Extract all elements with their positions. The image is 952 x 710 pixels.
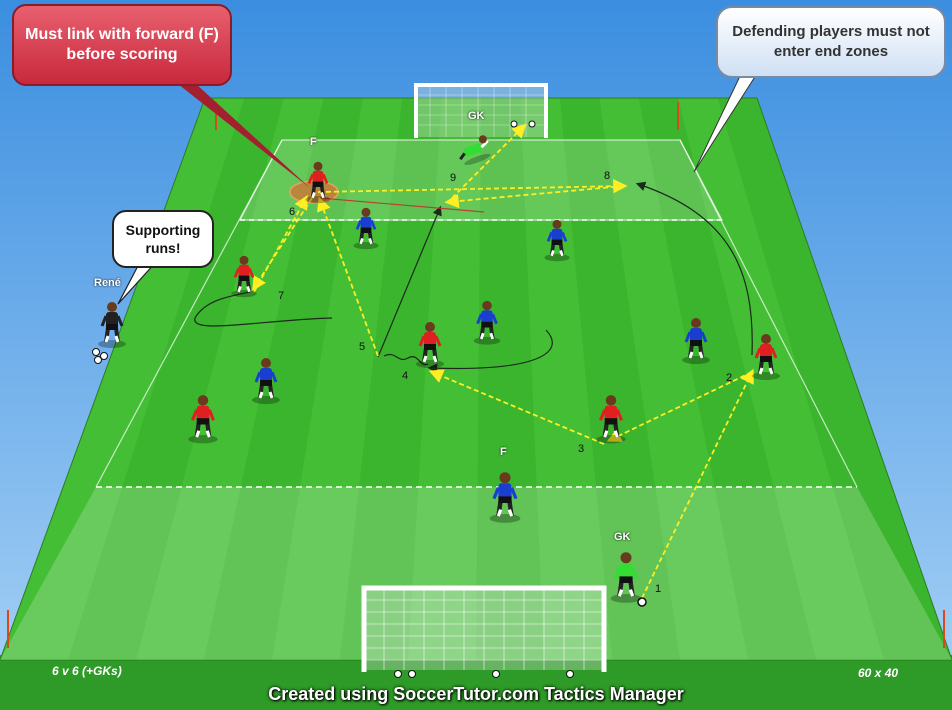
- label-forward-top: F: [310, 136, 317, 148]
- pass-number-9: 9: [450, 172, 456, 184]
- pass-number-5: 5: [359, 341, 365, 353]
- label-forward-mid: F: [500, 446, 507, 458]
- pass-number-2: 2: [726, 372, 732, 384]
- label-coach: René: [94, 277, 121, 289]
- pass-number-3: 3: [578, 443, 584, 455]
- callout-end-zones-rule: Defending players must not enter end zon…: [716, 6, 946, 78]
- pass-number-7: 7: [278, 290, 284, 302]
- label-gk-top: GK: [468, 110, 485, 122]
- callout-supporting-runs: Supporting runs!: [112, 210, 214, 268]
- bottom-goal: [364, 588, 604, 672]
- callout-link-with-forward: Must link with forward (F) before scorin…: [12, 4, 232, 86]
- dimensions-label: 60 x 40: [858, 666, 898, 680]
- format-label: 6 v 6 (+GKs): [52, 664, 122, 678]
- pass-number-6: 6: [289, 206, 295, 218]
- pass-number-1: 1: [655, 583, 661, 595]
- label-gk-bottom: GK: [614, 531, 631, 543]
- pass-number-8: 8: [604, 170, 610, 182]
- pass-number-4: 4: [402, 370, 408, 382]
- credit-text: Created using SoccerTutor.com Tactics Ma…: [0, 684, 952, 705]
